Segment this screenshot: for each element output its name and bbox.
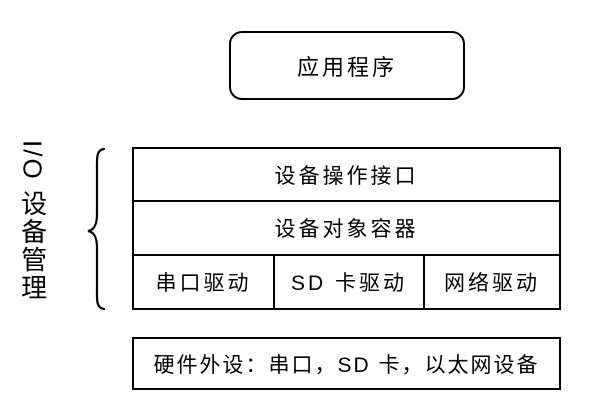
- layer-label: 设备操作接口: [274, 164, 419, 188]
- layer-device-object-container: 设备对象容器: [134, 200, 559, 254]
- hardware-peripherals-box: 硬件外设：串口，SD 卡，以太网设备: [132, 337, 561, 390]
- layer-device-operation-interface: 设备操作接口: [134, 149, 559, 200]
- application-box-label: 应用程序: [296, 54, 397, 80]
- layer-label: 设备对象容器: [274, 218, 419, 241]
- driver-cell-network: 网络驱动: [423, 256, 559, 308]
- layer-drivers-row: 串口驱动 SD 卡驱动 网络驱动: [134, 254, 559, 308]
- application-box: 应用程序: [229, 31, 465, 100]
- driver-cell-serial: 串口驱动: [134, 256, 273, 308]
- driver-label: SD 卡驱动: [290, 272, 407, 295]
- io-device-management-side-label: I/O 设备管理: [17, 140, 48, 302]
- io-layers-table: 设备操作接口 设备对象容器 串口驱动 SD 卡驱动 网络驱动: [132, 147, 561, 310]
- left-curly-brace-icon: [87, 147, 106, 311]
- hardware-peripherals-label: 硬件外设：串口，SD 卡，以太网设备: [153, 353, 540, 377]
- driver-label: 网络驱动: [444, 272, 540, 295]
- driver-cell-sd-card: SD 卡驱动: [273, 256, 423, 308]
- driver-label: 串口驱动: [155, 272, 252, 295]
